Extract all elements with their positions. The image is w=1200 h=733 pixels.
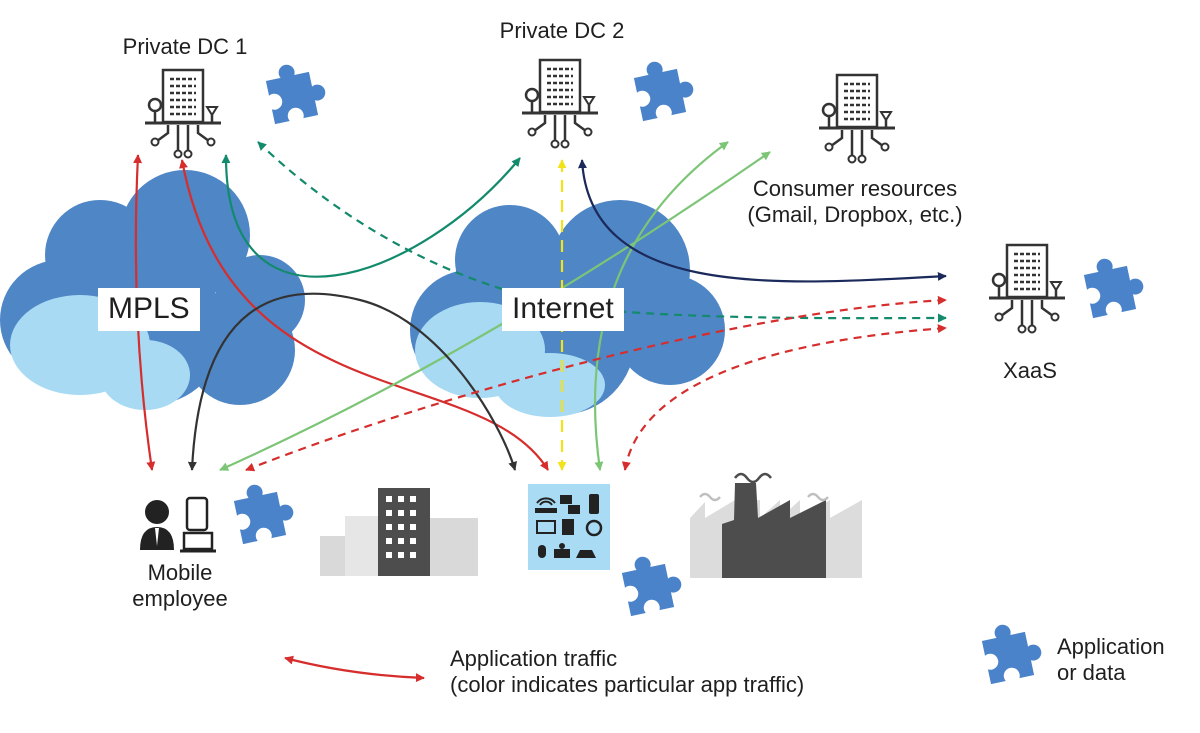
- devices-icon: [528, 484, 610, 570]
- legend-application-label: Application or data: [1057, 634, 1165, 687]
- consumer-resources-label: Consumer resources (Gmail, Dropbox, etc.…: [720, 176, 990, 229]
- puzzle-icon-mobile: [231, 477, 298, 545]
- mobile-employee-label: Mobile employee: [105, 560, 255, 613]
- legend-traffic-label: Application traffic (color indicates par…: [450, 646, 804, 699]
- legend-app-line1: Application: [1057, 634, 1165, 659]
- factory-icon: [690, 472, 862, 578]
- internet-label: Internet: [502, 288, 624, 331]
- traffic-arrows: [133, 141, 947, 472]
- legend-arrow-icon: [284, 655, 425, 683]
- xaas-datacenter-icon: [987, 243, 1067, 334]
- consumer-label-line1: Consumer resources: [752, 176, 958, 201]
- puzzle-icon-devices: [619, 549, 686, 617]
- arrow-red-dashed-mobile-xaas: [245, 295, 947, 472]
- private-dc1-datacenter-icon: [143, 68, 223, 159]
- legend-traffic-line1: Application traffic: [450, 646, 618, 671]
- private-dc2-datacenter-icon: [520, 58, 600, 149]
- legend-traffic-line2: (color indicates particular app traffic): [450, 672, 805, 698]
- puzzle-icon-dc1: [263, 57, 330, 125]
- mpls-label: MPLS: [98, 288, 200, 331]
- puzzle-icon-dc2: [631, 54, 698, 122]
- consumer-label-line2: (Gmail, Dropbox, etc.): [747, 202, 963, 228]
- office-building-icon: [320, 488, 478, 576]
- employee-icon: [140, 496, 216, 553]
- consumer-datacenter-icon: [817, 73, 897, 164]
- puzzle-icon-legend: [979, 617, 1046, 685]
- arrow-navy-dc2-xaas: [577, 159, 947, 283]
- legend-app-line2: or data: [1057, 660, 1126, 686]
- private-dc2-label: Private DC 2: [499, 18, 625, 43]
- xaas-label: XaaS: [1003, 358, 1057, 383]
- mobile-label-line2: employee: [132, 586, 228, 612]
- private-dc1-label: Private DC 1: [122, 34, 248, 59]
- mobile-label-line1: Mobile: [147, 560, 213, 585]
- puzzle-icon-xaas: [1081, 251, 1148, 319]
